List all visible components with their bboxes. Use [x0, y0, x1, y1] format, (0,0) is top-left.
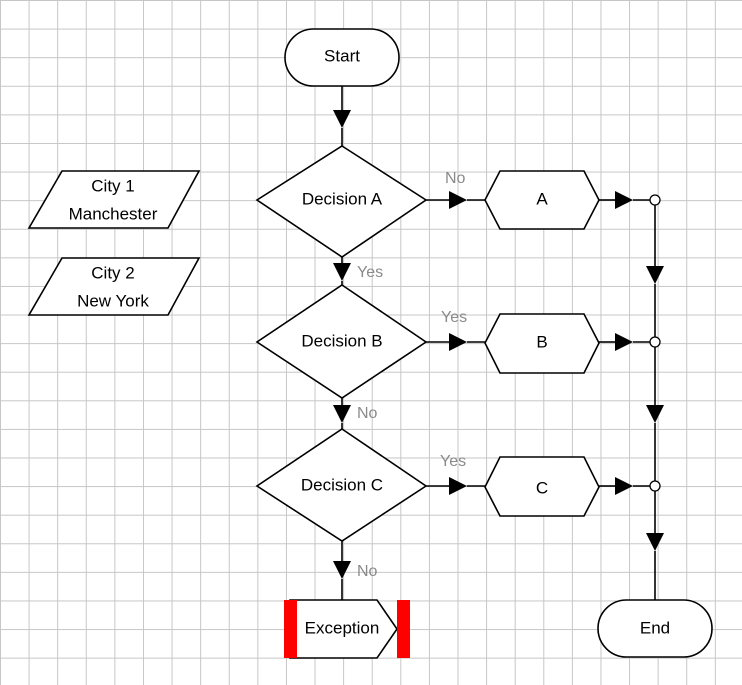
arrowhead-decision-a-to-process-a [449, 191, 467, 209]
process-b-label: B [536, 332, 547, 351]
exception-left-marker [284, 600, 297, 658]
process-c-node[interactable]: C [484, 456, 600, 517]
arrowhead-junction-3-to-end [646, 533, 664, 551]
edge-label-a-yes: Yes [357, 264, 383, 281]
arrowhead-decision-c-to-process-c [449, 477, 467, 495]
start-node[interactable]: Start [284, 28, 400, 87]
city-2-name: New York [77, 291, 149, 310]
arrowhead-process-a-to-junction [615, 191, 633, 209]
process-c-label: C [536, 478, 548, 497]
junction-1 [649, 194, 661, 206]
process-a-shape [484, 170, 600, 230]
process-c-shape [484, 456, 600, 517]
decision-c-node[interactable]: Decision C [255, 428, 428, 542]
decision-b-shape [255, 284, 428, 399]
arrowhead-process-c-to-junction [615, 477, 633, 495]
start-node-label: Start [324, 46, 360, 65]
arrowhead-decision-a-to-decision-b [333, 263, 351, 281]
process-a-node[interactable]: A [484, 170, 600, 230]
arrowhead-start-to-decision-a [333, 110, 351, 128]
exception-right-marker [397, 600, 410, 658]
city-1-node[interactable]: City 1 Manchester [27, 170, 201, 229]
end-node[interactable]: End [597, 599, 713, 658]
edge-label-a-no: No [445, 170, 466, 187]
decision-a-node[interactable]: Decision A [255, 145, 428, 258]
edge-label-b-yes: Yes [441, 309, 467, 326]
edge-label-b-no: No [357, 405, 378, 422]
end-node-label: End [640, 618, 670, 637]
arrowhead-junction-2-to-junction-3 [646, 405, 664, 423]
junction-3 [649, 480, 661, 492]
arrowhead-junction-1-to-junction-2 [646, 266, 664, 284]
arrowhead-process-b-to-junction [615, 333, 633, 351]
city-1-title: City 1 [91, 176, 134, 195]
start-node-shape [284, 28, 400, 87]
decision-a-shape [255, 145, 428, 258]
junction-2 [649, 336, 661, 348]
arrowhead-decision-b-to-process-b [449, 333, 467, 351]
decision-c-label: Decision C [301, 475, 383, 494]
decision-c-shape [255, 428, 428, 542]
arrowhead-decision-b-to-decision-c [333, 405, 351, 423]
decision-b-node[interactable]: Decision B [255, 284, 428, 399]
decision-b-label: Decision B [301, 331, 382, 350]
decision-a-label: Decision A [302, 189, 383, 208]
process-a-label: A [536, 189, 548, 208]
process-b-node[interactable]: B [484, 313, 600, 374]
exception-node[interactable]: Exception [284, 599, 410, 659]
city-2-title: City 2 [91, 263, 134, 282]
process-b-shape [484, 313, 600, 374]
edge-label-c-yes: Yes [440, 453, 466, 470]
city-2-shape [27, 257, 201, 316]
city-2-node[interactable]: City 2 New York [27, 257, 201, 316]
arrowhead-decision-c-to-exception [333, 561, 351, 579]
city-1-shape [27, 170, 201, 229]
exception-label: Exception [305, 618, 380, 637]
edge-label-c-no: No [357, 563, 378, 580]
city-1-name: Manchester [69, 204, 158, 223]
end-node-shape [597, 599, 713, 658]
